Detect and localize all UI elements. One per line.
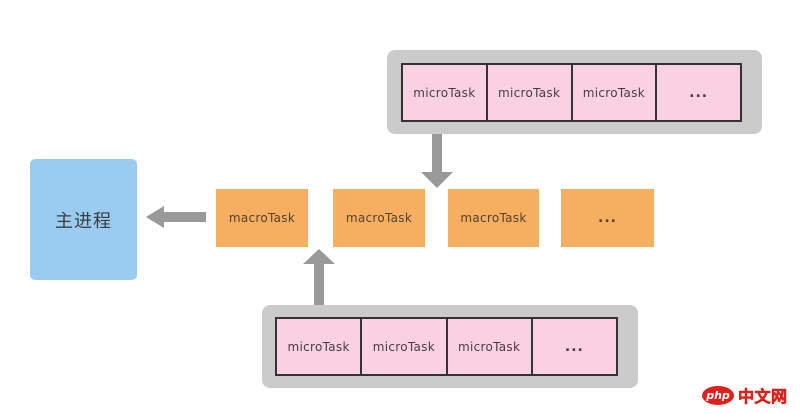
- micro-task-cell: microTask: [485, 65, 571, 120]
- macro-task-box: macroTask: [333, 189, 425, 247]
- micro-task-cell: microTask: [445, 319, 531, 374]
- arrow-left-stem: [164, 212, 206, 222]
- micro-task-strip-bottom: microTask microTask microTask ...: [275, 317, 618, 376]
- arrow-down-stem: [432, 134, 442, 174]
- php-logo-text: 中文网: [738, 387, 788, 407]
- ellipsis-box: ...: [561, 189, 654, 247]
- micro-task-cell: microTask: [570, 65, 656, 120]
- micro-task-queue-bottom: microTask microTask microTask ...: [262, 305, 638, 388]
- main-process-box: 主进程: [30, 159, 137, 280]
- micro-task-strip-top: microTask microTask microTask ...: [401, 63, 742, 122]
- arrow-up-stem: [314, 263, 324, 306]
- arrow-left-head: [146, 206, 164, 228]
- ellipsis-cell: ...: [655, 65, 740, 120]
- arrow-down-head: [421, 172, 453, 188]
- macro-task-box: macroTask: [216, 189, 308, 247]
- micro-task-cell: microTask: [287, 339, 350, 354]
- arrow-up-head: [303, 249, 335, 264]
- macro-task-box: macroTask: [448, 189, 539, 247]
- micro-task-cell: microTask: [360, 319, 445, 374]
- micro-task-queue-top: microTask microTask microTask ...: [387, 50, 762, 134]
- ellipsis-cell: ...: [530, 319, 616, 374]
- php-logo-icon: php: [702, 385, 734, 405]
- php-cn-watermark: php 中文网: [702, 383, 788, 407]
- micro-task-cell: microTask: [413, 85, 476, 100]
